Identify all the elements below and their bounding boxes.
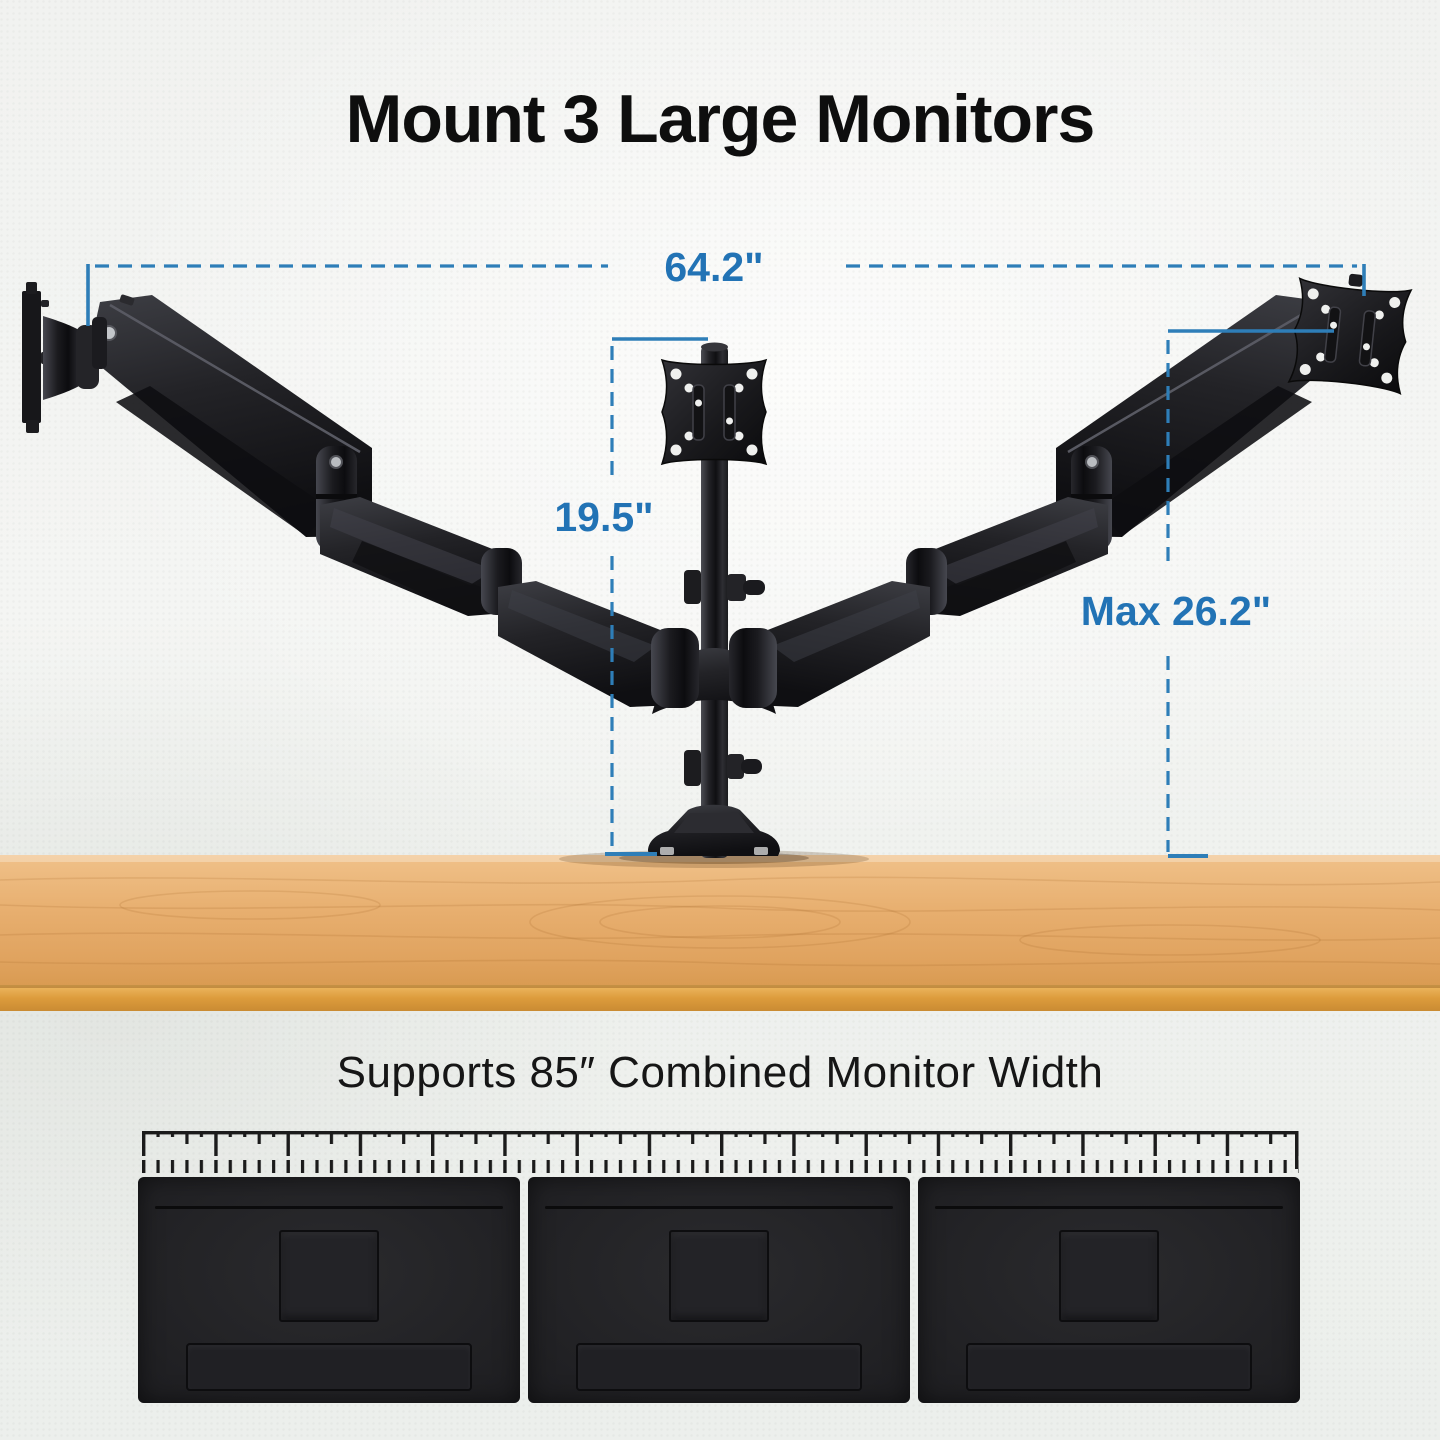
monitor-row xyxy=(138,1177,1300,1403)
dimension-max-reach xyxy=(1166,329,1334,858)
monitor-port-panel xyxy=(965,1343,1253,1391)
ruler xyxy=(142,1131,1299,1173)
right-vesa-plate xyxy=(1287,273,1413,395)
monitor-port-panel xyxy=(185,1343,473,1391)
dimension-height xyxy=(605,337,708,856)
desk xyxy=(0,855,1440,1011)
monitor-vent-line xyxy=(545,1206,893,1209)
desk-clamp-base xyxy=(648,804,780,856)
center-pole xyxy=(684,342,765,858)
monitor-back xyxy=(918,1177,1300,1403)
left-arm xyxy=(88,295,699,708)
dimension-max-label: Max 26.2" xyxy=(1081,588,1271,634)
monitor-mount xyxy=(22,273,1413,868)
monitor-vent-line xyxy=(935,1206,1283,1209)
caption: Supports 85″ Combined Monitor Width xyxy=(336,1048,1104,1097)
center-vesa-plate xyxy=(660,358,768,466)
monitor-vesa-cover xyxy=(669,1230,769,1322)
dimension-lines: 64.2" 19.5" Max 26.2" xyxy=(86,244,1366,858)
monitor-back xyxy=(138,1177,520,1403)
right-arm xyxy=(727,293,1342,710)
monitor-vesa-cover xyxy=(1059,1230,1159,1322)
dimension-height-label: 19.5" xyxy=(554,494,653,540)
monitor-back xyxy=(528,1177,910,1403)
dimension-width-label: 64.2" xyxy=(664,244,763,290)
dimension-width xyxy=(86,264,1366,326)
monitor-port-panel xyxy=(575,1343,863,1391)
headline: Mount 3 Large Monitors xyxy=(345,81,1096,157)
left-vesa-plate xyxy=(22,282,135,433)
monitor-vent-line xyxy=(155,1206,503,1209)
monitor-vesa-cover xyxy=(279,1230,379,1322)
